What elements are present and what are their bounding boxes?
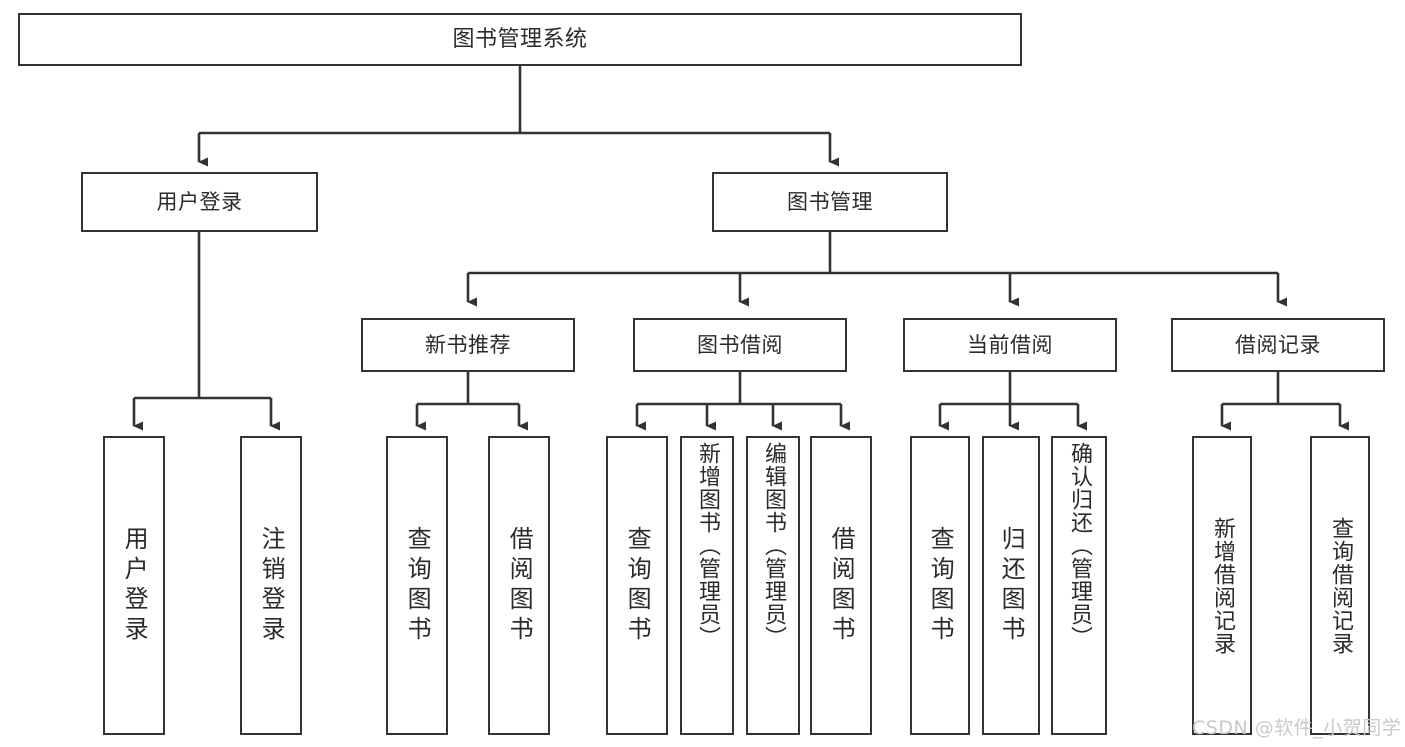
node-label: 注销登录 xyxy=(257,525,286,646)
node-user-login[interactable]: 用户登录 xyxy=(81,172,318,232)
node-label: 新增借阅记录 xyxy=(1209,516,1235,655)
node-leaf-query-book-current[interactable]: 查询图书 xyxy=(910,436,970,735)
node-new-book-recommendation[interactable]: 新书推荐 xyxy=(361,318,575,372)
node-label: 借阅图书 xyxy=(505,525,534,646)
node-label: 查询借阅记录 xyxy=(1327,516,1353,655)
node-leaf-query-book-recommendation[interactable]: 查询图书 xyxy=(386,436,448,735)
node-leaf-add-borrow-record[interactable]: 新增借阅记录 xyxy=(1192,436,1252,735)
node-label: 用户登录 xyxy=(120,525,149,646)
watermark-text: CSDN @软件_小贺同学 xyxy=(1192,717,1402,739)
node-current-borrowing[interactable]: 当前借阅 xyxy=(903,318,1117,372)
node-borrowing-record[interactable]: 借阅记录 xyxy=(1171,318,1385,372)
node-leaf-edit-book-admin[interactable]: 编辑图书（管理员） xyxy=(746,436,800,735)
node-label: 查询图书 xyxy=(403,525,432,646)
node-label: 当前借阅 xyxy=(967,332,1053,357)
node-leaf-borrow-book-recommendation[interactable]: 借阅图书 xyxy=(488,436,550,735)
node-leaf-add-book-admin[interactable]: 新增图书（管理员） xyxy=(680,436,734,735)
node-leaf-user-login[interactable]: 用户登录 xyxy=(103,436,165,735)
node-label: 用户登录 xyxy=(156,189,243,214)
node-root-book-management-system[interactable]: 图书管理系统 xyxy=(18,13,1022,66)
node-label: 图书管理 xyxy=(787,189,873,214)
node-book-borrowing[interactable]: 图书借阅 xyxy=(633,318,847,372)
node-label: 图书管理系统 xyxy=(452,26,588,52)
node-label: 借阅图书 xyxy=(827,525,856,646)
node-leaf-query-borrow-record[interactable]: 查询借阅记录 xyxy=(1310,436,1370,735)
node-leaf-return-book[interactable]: 归还图书 xyxy=(982,436,1040,735)
node-leaf-logout-login[interactable]: 注销登录 xyxy=(240,436,302,735)
node-label: 归还图书 xyxy=(997,525,1026,646)
node-book-management[interactable]: 图书管理 xyxy=(712,172,948,232)
node-label: 新书推荐 xyxy=(425,332,511,357)
node-label: 查询图书 xyxy=(623,525,652,646)
node-leaf-borrow-book-borrowing[interactable]: 借阅图书 xyxy=(810,436,872,735)
node-label: 图书借阅 xyxy=(697,332,783,357)
node-leaf-confirm-return-admin[interactable]: 确认归还（管理员） xyxy=(1051,436,1107,735)
node-leaf-query-book-borrowing[interactable]: 查询图书 xyxy=(606,436,668,735)
node-label: 新增图书（管理员） xyxy=(694,442,720,649)
node-label: 借阅记录 xyxy=(1235,332,1321,357)
node-label: 确认归还（管理员） xyxy=(1066,442,1092,649)
node-label: 编辑图书（管理员） xyxy=(760,442,786,649)
node-label: 查询图书 xyxy=(926,525,955,646)
